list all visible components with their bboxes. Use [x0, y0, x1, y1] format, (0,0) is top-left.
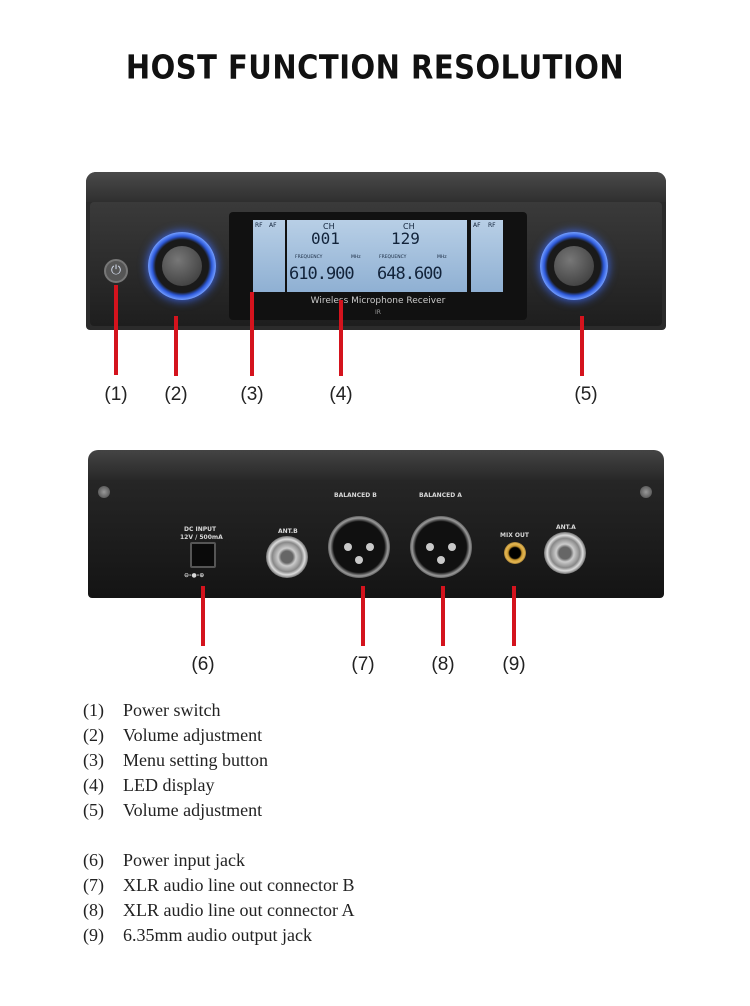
legend-front: (1) Power switch (2) Volume adjustment (3)…	[83, 698, 268, 823]
antenna-b-connector[interactable]	[266, 536, 308, 578]
ir-label: IR	[375, 309, 381, 316]
channel-left: 001	[311, 229, 340, 248]
legend-text: Power input jack	[123, 850, 245, 870]
legend-number: (9)	[83, 925, 104, 945]
polarity-symbol: ⊖-●-⊕	[184, 572, 205, 579]
xlr-pin	[448, 543, 456, 551]
legend-text: Menu setting button	[123, 750, 268, 770]
rear-panel-device: DC INPUT 12V / 500mA ⊖-●-⊕ ANT.B BALANCE…	[88, 450, 664, 598]
legend-text: XLR audio line out connector B	[123, 875, 355, 895]
lcd-screen: CH CH 001 129 FREQUENCY MHz FREQUENCY MH…	[287, 220, 467, 292]
legend-item: (7) XLR audio line out connector B	[83, 873, 354, 898]
af-label-right: AF	[473, 222, 481, 229]
callout-number-5: (5)	[574, 384, 598, 405]
legend-number: (7)	[83, 875, 104, 895]
legend-text: Volume adjustment	[123, 725, 263, 745]
legend-number: (2)	[83, 725, 104, 745]
legend-item: (4) LED display	[83, 773, 268, 798]
xlr-connector-a[interactable]	[410, 516, 472, 578]
callout-line-2	[174, 316, 178, 376]
callout-line-4	[339, 300, 343, 376]
mhz-label-right: MHz	[437, 255, 447, 260]
channel-right: 129	[391, 229, 420, 248]
callout-number-9: (9)	[502, 654, 526, 675]
dc-rating-label: 12V / 500mA	[180, 534, 223, 541]
callout-number-6: (6)	[191, 654, 215, 675]
lcd-meter-right: AF RF	[471, 220, 503, 292]
xlr-connector-b[interactable]	[328, 516, 390, 578]
legend-number: (3)	[83, 750, 104, 770]
legend-text: LED display	[123, 775, 215, 795]
mix-out-label: MIX OUT	[500, 532, 529, 539]
callout-number-4: (4)	[329, 384, 353, 405]
knob-cap	[554, 246, 594, 286]
legend-item: (3) Menu setting button	[83, 748, 268, 773]
legend-item: (2) Volume adjustment	[83, 723, 268, 748]
lcd-meter-left: RF AF	[253, 220, 285, 292]
callout-number-7: (7)	[351, 654, 375, 675]
xlr-pin	[437, 556, 445, 564]
balanced-b-label: BALANCED B	[334, 492, 377, 499]
legend-rear: (6) Power input jack (7) XLR audio line ou…	[83, 848, 354, 948]
rf-label: RF	[255, 222, 263, 229]
xlr-pin	[355, 556, 363, 564]
legend-text: Volume adjustment	[123, 800, 263, 820]
dc-input-label: DC INPUT	[184, 526, 217, 533]
callout-line-9	[512, 586, 516, 646]
ant-a-label: ANT.A	[556, 524, 576, 531]
front-panel-device: ⏻ ▲ ● ▼ ▲ ● ▼ RF AF AF RF CH CH 001 129 …	[86, 172, 666, 330]
legend-number: (5)	[83, 800, 104, 820]
legend-text: 6.35mm audio output jack	[123, 925, 312, 945]
ch-label-left: CH	[323, 222, 335, 231]
mhz-label-left: MHz	[351, 255, 361, 260]
legend-number: (4)	[83, 775, 104, 795]
xlr-pin	[366, 543, 374, 551]
callout-line-5	[580, 316, 584, 376]
ch-label-right: CH	[403, 222, 415, 231]
legend-item: (6) Power input jack	[83, 848, 354, 873]
callout-number-1: (1)	[104, 384, 128, 405]
balanced-a-label: BALANCED A	[419, 492, 462, 499]
callout-line-6	[201, 586, 205, 646]
legend-text: Power switch	[123, 700, 221, 720]
power-icon[interactable]: ⏻	[104, 259, 128, 283]
callout-line-7	[361, 586, 365, 646]
callout-number-2: (2)	[164, 384, 188, 405]
legend-number: (1)	[83, 700, 104, 720]
dc-power-jack[interactable]	[190, 542, 216, 568]
xlr-pin	[426, 543, 434, 551]
legend-item: (1) Power switch	[83, 698, 268, 723]
legend-item: (9) 6.35mm audio output jack	[83, 923, 354, 948]
callout-line-3	[250, 292, 254, 376]
screw-icon	[640, 486, 652, 498]
callout-line-8	[441, 586, 445, 646]
volume-knob-left[interactable]	[148, 232, 216, 300]
knob-cap	[162, 246, 202, 286]
antenna-a-connector[interactable]	[544, 532, 586, 574]
lcd-display: RF AF AF RF CH CH 001 129 FREQUENCY MHz …	[229, 212, 527, 320]
freq-label-left: FREQUENCY	[295, 255, 323, 260]
legend-item: (5) Volume adjustment	[83, 798, 268, 823]
front-top-surface	[86, 172, 666, 202]
legend-text: XLR audio line out connector A	[123, 900, 355, 920]
callout-number-3: (3)	[240, 384, 264, 405]
legend-number: (8)	[83, 900, 104, 920]
callout-number-8: (8)	[431, 654, 455, 675]
screw-icon	[98, 486, 110, 498]
legend-number: (6)	[83, 850, 104, 870]
frequency-left: 610.900	[289, 264, 355, 284]
mix-out-jack[interactable]	[504, 542, 526, 564]
legend-item: (8) XLR audio line out connector A	[83, 898, 354, 923]
frequency-right: 648.600	[377, 264, 443, 284]
brand-label: Wireless Microphone Receiver	[310, 296, 446, 306]
rear-top-surface	[88, 450, 664, 482]
page-title: HOST FUNCTION RESOLUTION	[125, 47, 625, 87]
af-label: AF	[269, 222, 277, 229]
ant-b-label: ANT.B	[278, 528, 298, 535]
rf-label-right: RF	[488, 222, 496, 229]
freq-label-right: FREQUENCY	[379, 255, 407, 260]
callout-line-1	[114, 285, 118, 375]
xlr-pin	[344, 543, 352, 551]
volume-knob-right[interactable]	[540, 232, 608, 300]
